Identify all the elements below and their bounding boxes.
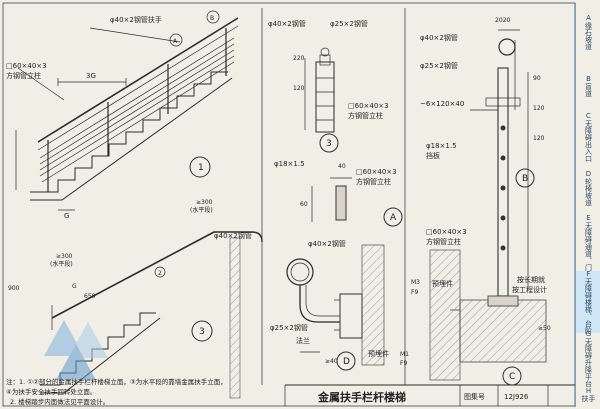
chapter-text: 轮椅坡道 <box>584 178 593 206</box>
chapter-letter: H <box>585 387 592 395</box>
label-phi18: φ18×1.5 <box>274 160 305 168</box>
label-weld-note-1: 按长期就 <box>517 275 545 284</box>
label-f9b: F9 <box>400 360 407 367</box>
chapter-text: 缘石坡道 <box>584 22 593 50</box>
label-embed: 预埋件 <box>368 349 389 358</box>
label-weld-note-2: 按工程设计 <box>512 285 547 294</box>
label-pipe-25x2-b: φ25×2钢管 <box>420 61 458 70</box>
label-phi18-b: φ18×1.5 <box>426 142 457 150</box>
note-1: 注：1. ①②部分的金属扶手栏杆楼梯立面，③为水平段的靠墙金属扶手立面， <box>6 377 227 386</box>
sheet-title: 金属扶手栏杆楼梯 <box>317 390 406 404</box>
callout-1: 1 <box>198 163 204 173</box>
chapter-text: 无障碍出入口 <box>584 120 593 162</box>
h-label-1: ≥300 <box>196 199 213 206</box>
h-label-2: ≥300 <box>56 253 73 260</box>
label-f9: F9 <box>411 289 418 296</box>
label-square-post-2: □60×40×3 <box>348 102 389 110</box>
atlas-number: 12J926 <box>504 393 529 401</box>
dim-3G: 3G <box>86 72 96 80</box>
dim-b120: 120 <box>533 135 545 142</box>
h-label-2b: (水平段) <box>50 260 73 268</box>
detail-D <box>286 244 385 371</box>
label-pipe-25x2: φ25×2钢管 <box>330 19 368 28</box>
note-2: ④为扶手安全扶手回转处立面。 <box>6 387 96 396</box>
note-3: 2. 楼梯踏步内面做法见平面设计。 <box>10 397 109 406</box>
chapter-letter: A <box>586 14 591 22</box>
elevation-1 <box>15 10 239 211</box>
label-square-post: □60×40×3 <box>6 62 47 70</box>
label-baffle: 挡板 <box>426 151 440 160</box>
watermark-logo <box>44 320 108 380</box>
chapter-letter: E <box>586 213 591 222</box>
callout-C: C <box>509 372 515 382</box>
dim-120: 120 <box>293 85 305 92</box>
label-pipe-40x2-b: φ40×2钢管 <box>308 239 346 248</box>
elevation-3-lower <box>40 231 263 399</box>
dim-50: ≥50 <box>538 325 551 332</box>
tag-A: A <box>173 38 178 45</box>
dim-40b: ≥40 <box>325 358 338 365</box>
label-m1: M1 <box>400 351 409 358</box>
callout-B: B <box>522 174 528 184</box>
label-plate: ~6×120×40 <box>420 100 464 108</box>
dim-220: 220 <box>293 55 305 62</box>
chapter-text: 无障碍升降平台 <box>584 337 593 387</box>
chapter-letter: D <box>585 170 592 178</box>
chapter-text: 扶手 <box>581 395 596 403</box>
label-embed-2: 预埋件 <box>432 279 453 288</box>
dim-2020: 2020 <box>495 17 510 24</box>
detail-3-section <box>304 47 339 153</box>
chapter-letter: F <box>586 270 591 278</box>
dim-40: 40 <box>338 163 346 170</box>
dim-650: 650 <box>84 293 96 300</box>
label-square-post-name: 方钢管立柱 <box>6 71 41 80</box>
chapter-letter: B <box>586 75 591 83</box>
dim-900: 900 <box>8 285 20 292</box>
atlas-label: 图集号 <box>464 392 485 401</box>
chapter-text: 无障碍楼梯、台阶 <box>584 278 593 334</box>
label-square-post-4: □60×40×3 <box>426 228 467 236</box>
dim-60: 60 <box>300 201 308 208</box>
label-pipe-40x2-rail: φ40×2钢管 <box>214 231 252 240</box>
chapter-text: 盲道 <box>584 83 593 97</box>
callout-3a: 3 <box>326 139 332 149</box>
chapter-letter: C <box>586 112 591 120</box>
h-label-1b: (水平段) <box>190 206 213 214</box>
tag-2: 2 <box>158 270 162 277</box>
label-square-post-name-4: 方钢管立柱 <box>426 237 461 246</box>
dim-G: G <box>64 212 69 220</box>
callout-3b: 3 <box>199 327 205 337</box>
elevation-B-post <box>429 29 547 386</box>
label-square-post-name-3: 方钢管立柱 <box>356 177 391 186</box>
label-m3: M3 <box>411 279 420 286</box>
label-square-post-3: □60×40×3 <box>356 168 397 176</box>
label-flange: 法兰 <box>296 336 310 345</box>
dim-a120: 120 <box>533 105 545 112</box>
label-pipe-rail-top: φ40×2钢管扶手 <box>110 15 162 24</box>
detail-A <box>311 177 403 227</box>
dim-90: 90 <box>533 75 541 82</box>
dim-G2: G <box>72 283 77 290</box>
chapter-text: 无障碍通道、门 <box>584 221 593 271</box>
label-pipe-40x2-c: φ40×2钢管 <box>420 33 458 42</box>
chapter-letter: G <box>585 329 592 338</box>
label-pipe-40x2: φ40×2钢管 <box>268 19 306 28</box>
title-block <box>284 384 575 406</box>
callout-D: D <box>343 357 350 367</box>
tag-B: B <box>210 15 214 22</box>
label-square-post-name-2: 方钢管立柱 <box>348 111 383 120</box>
horizontal-bars <box>39 37 235 183</box>
callout-A: A <box>390 213 397 223</box>
label-pipe-25x2-c: φ25×2钢管 <box>270 323 308 332</box>
